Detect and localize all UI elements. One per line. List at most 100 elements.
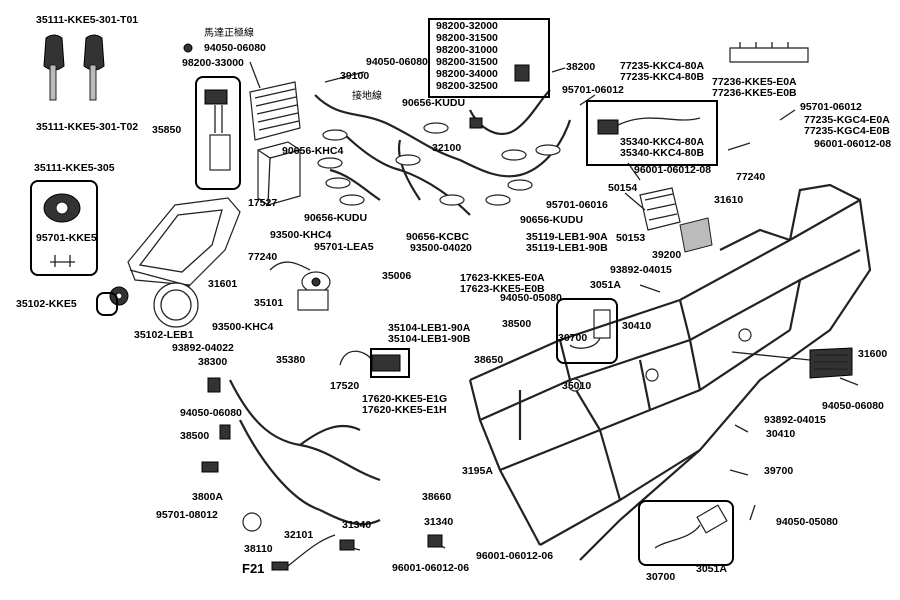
fuse-box-illustration: [339, 350, 401, 372]
ignition-key-illustration-2: [83, 34, 105, 101]
battery-box-illustration: [257, 141, 301, 206]
part-label-95701-06012-b: 95701-06012: [800, 101, 862, 113]
radiator-illustration: [249, 81, 301, 141]
callout-box-35850: [195, 76, 241, 190]
ecu-illustration: [639, 187, 713, 253]
part-label-98200-33000: 98200-33000: [182, 57, 244, 69]
part-label-30410-b: 30410: [766, 428, 796, 440]
part-label-94050-05080-b: 94050-05080: [776, 516, 838, 528]
part-label-ground-wire: 接地線: [352, 91, 382, 102]
callout-box-30700-lower: [638, 500, 734, 566]
callout-box-35102-kke5: [96, 292, 118, 316]
part-label-17623-e0b: 17623-KKE5-E0B: [460, 283, 545, 295]
part-label-17620-e1g: 17620-KKE5-E1G: [362, 393, 448, 405]
part-label-35102-leb1: 35102-LEB1: [134, 329, 194, 341]
part-label-94050-06080-a: 94050-06080: [180, 407, 242, 419]
part-label-30410-a: 30410: [622, 320, 652, 332]
part-label-90656-kcbc: 90656-KCBC: [406, 231, 470, 243]
part-label-77240-a: 77240: [248, 251, 278, 263]
callout-box-98200: [428, 18, 550, 98]
part-label-50153: 50153: [616, 232, 646, 244]
callout-box-35340: [586, 100, 718, 166]
part-label-35340-80a: 35340-KKC4-80A: [620, 136, 705, 148]
part-label-35010: 35010: [562, 380, 592, 392]
part-label-38650: 38650: [474, 354, 504, 366]
part-label-90656-kudu-a: 90656-KUDU: [402, 97, 466, 109]
part-label-38500-b: 38500: [502, 318, 532, 330]
fuse-number-3: 98200-31000: [436, 44, 498, 56]
part-label-35111-305: 35111-KKE5-305: [34, 162, 115, 174]
fuse-number-list: 98200-32000 98200-31500 98200-31000 9820…: [436, 20, 498, 92]
part-label-35101: 35101: [254, 297, 284, 309]
part-label-38300: 38300: [198, 356, 228, 368]
part-label-94050-05080-a: 94050-05080: [500, 292, 562, 304]
part-label-35340-80b: 35340-KKC4-80B: [620, 147, 705, 159]
taillight-bracket-illustration: [729, 42, 809, 63]
part-label-35102-kke5: 35102-KKE5: [16, 298, 77, 310]
part-label-90656-kudu-b: 90656-KUDU: [304, 212, 368, 224]
side-switch-illustration: [242, 512, 446, 551]
ignition-coil-illustration-lower: [654, 504, 728, 549]
part-label-35850: 35850: [152, 124, 182, 136]
part-label-94050-06080-b: 94050-06080: [204, 42, 266, 54]
part-label-93500-khc4-a: 93500-KHC4: [270, 229, 332, 241]
part-label-96001-06012-06-a: 96001-06012-06: [392, 562, 470, 574]
part-label-f21: F21: [242, 561, 265, 576]
part-label-38110: 38110: [244, 543, 273, 555]
part-label-3051a-a: 3051A: [590, 279, 621, 291]
part-label-35111-t01: 35111-KKE5-301-T01: [36, 14, 139, 26]
part-label-95701-08012: 95701-08012: [156, 509, 218, 521]
fuse-number-1: 98200-32000: [436, 20, 498, 32]
part-label-77236-e0b: 77236-KKE5-E0B: [712, 87, 797, 99]
part-label-50154: 50154: [608, 182, 638, 194]
part-label-96001-06012-08-a: 96001-06012-08: [814, 138, 892, 150]
part-label-17527: 17527: [248, 197, 278, 209]
part-label-3800a: 3800A: [192, 491, 223, 503]
part-label-38500-a: 38500: [180, 430, 210, 442]
part-label-35380: 35380: [276, 354, 306, 366]
part-label-3195a: 3195A: [462, 465, 493, 477]
key-holder-illustration: [43, 193, 81, 267]
part-label-95701-06012-a: 95701-06012: [562, 84, 624, 96]
part-label-30700-b: 30700: [646, 571, 676, 583]
part-label-93892-04015-b: 93892-04015: [764, 414, 826, 426]
part-label-35119-90b: 35119-LEB1-90B: [526, 242, 608, 254]
regulator-illustration: [809, 347, 853, 379]
part-label-77235-kkc4-80b: 77235-KKC4-80B: [620, 71, 705, 83]
part-label-31340-a: 31340: [342, 519, 372, 531]
part-label-96001-06012-08-b: 96001-06012-08: [634, 164, 712, 176]
part-label-35104-90b: 35104-LEB1-90B: [388, 333, 471, 345]
part-label-96001-06012-06-b: 96001-06012-06: [476, 550, 554, 562]
part-label-31340-b: 31340: [424, 516, 454, 528]
part-label-93892-04022: 93892-04022: [172, 342, 234, 354]
part-label-93500-khc4-b: 93500-KHC4: [212, 321, 274, 333]
part-label-77235-kgc4-e0a: 77235-KGC4-E0A: [804, 114, 890, 126]
part-label-39100: 39100: [340, 70, 370, 82]
part-label-31610: 31610: [714, 194, 744, 206]
part-label-77236-e0a: 77236-KKE5-E0A: [712, 76, 797, 88]
part-label-17620-e1h: 17620-KKE5-E1H: [362, 404, 447, 416]
flywheel-illustration: [153, 282, 199, 328]
part-label-38660: 38660: [422, 491, 452, 503]
ignition-switch-illustration: [269, 261, 331, 311]
part-label-31601: 31601: [208, 278, 238, 290]
part-label-17520: 17520: [330, 380, 360, 392]
part-label-39700: 39700: [764, 465, 794, 477]
part-label-35111-t02: 35111-KKE5-301-T02: [36, 121, 139, 133]
part-label-motor-positive-wire: 馬達正極線: [204, 28, 254, 39]
ignition-key-illustration-1: [43, 34, 65, 101]
callout-box-30700-upper: [556, 298, 618, 364]
part-label-3051a-b: 3051A: [696, 563, 727, 575]
part-label-32100: 32100: [432, 142, 462, 154]
part-label-95701-kke5: 95701-KKE5: [36, 232, 97, 244]
starter-relay-illustration: [183, 43, 231, 171]
part-label-94050-06080-c: 94050-06080: [366, 56, 428, 68]
part-label-93892-04015-a: 93892-04015: [610, 264, 672, 276]
part-label-90656-kudu-c: 90656-KUDU: [520, 214, 584, 226]
fuse-number-2: 98200-31500: [436, 32, 498, 44]
lower-wire-loom-illustration: [201, 377, 381, 526]
part-label-35006: 35006: [382, 270, 412, 282]
frame-illustration: [468, 183, 872, 561]
fuse-number-5: 98200-34000: [436, 68, 498, 80]
